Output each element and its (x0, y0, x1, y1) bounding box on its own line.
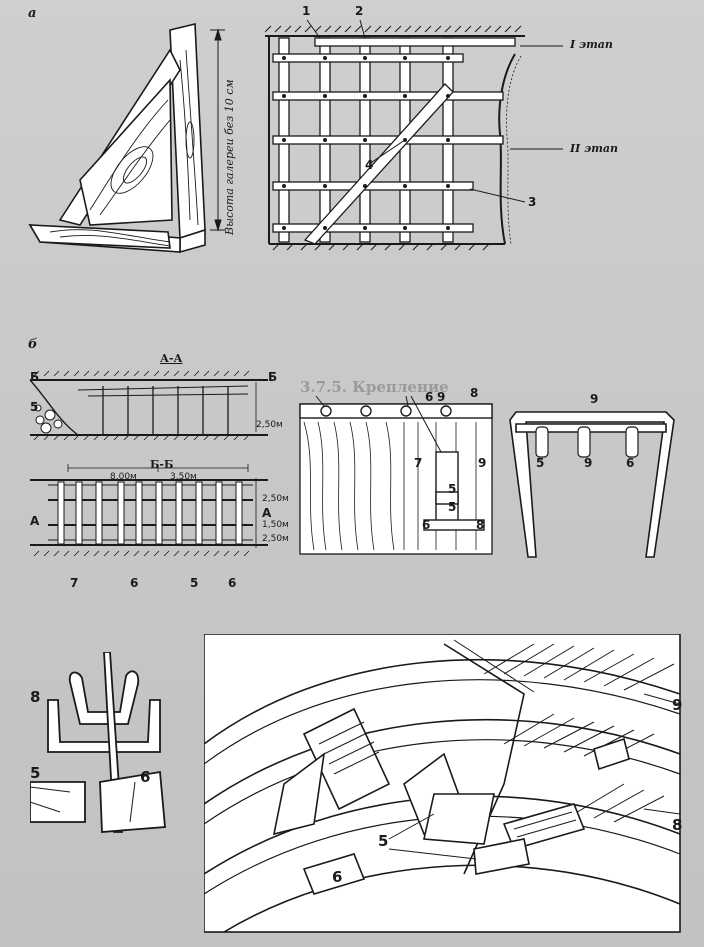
timbered-wall-clamps (299, 395, 493, 555)
callout-9-wall: 9 (437, 390, 446, 404)
figure-a-label: а (28, 6, 37, 21)
callout-6-arch: 6 (626, 456, 635, 470)
callout-5-wall-b: 5 (448, 500, 457, 514)
mark-b-left: Б (30, 370, 40, 384)
callout-5-profile: 5 (30, 764, 41, 782)
callout-6-wall: 6 (425, 390, 434, 404)
callout-3: 3 (528, 195, 537, 209)
callout-6-plan-a: 6 (130, 576, 139, 590)
callout-6-plan-b: 6 (228, 576, 237, 590)
callout-7-wall: 7 (414, 456, 423, 470)
callout-8-profile: 8 (30, 688, 41, 706)
callout-5-upper: 5 (30, 400, 39, 414)
arch-perspective-detail (204, 634, 681, 933)
callout-8-wall-b: 8 (476, 518, 485, 532)
gallery-section-plan (29, 370, 268, 557)
clamp-profile-detail (30, 652, 166, 833)
callout-1: 1 (302, 4, 311, 18)
callout-5-plan: 5 (190, 576, 199, 590)
gallery-height-label: Высота галереи без 10 см (223, 79, 236, 235)
callout-9-arch-view: 9 (672, 696, 683, 714)
section-heading: 3.7.5. Крепление (300, 378, 449, 396)
arch-frame-cross-section (509, 411, 675, 558)
mark-b-right: Б (268, 370, 278, 384)
section-aa-label: А-А (160, 352, 183, 365)
dim-250-bot: 2,50м (262, 534, 289, 544)
callout-5-arch: 5 (536, 456, 545, 470)
dim-8m: 8,00м (110, 472, 137, 482)
mark-a-left: А (30, 514, 40, 528)
tunnel-frame-elevation (265, 19, 563, 251)
callout-5-wall: 5 (448, 482, 457, 496)
callout-8-wall: 8 (470, 386, 479, 400)
callout-9-arch-b: 9 (584, 456, 593, 470)
callout-9-wall-b: 9 (478, 456, 487, 470)
wooden-bracket-drawing (28, 22, 225, 254)
dim-350: 3,50м (170, 472, 197, 482)
callout-6-arch-view: 6 (332, 868, 343, 886)
section-bb-label: Б-Б (150, 458, 174, 471)
callout-2: 2 (355, 4, 364, 18)
callout-7-plan: 7 (70, 576, 79, 590)
dim-250-mid: 2,50м (262, 494, 289, 504)
callout-6-profile: 6 (140, 768, 151, 786)
callout-9-arch: 9 (590, 392, 599, 406)
callout-6-wall-b: 6 (422, 518, 431, 532)
stage-2-label: II этап (570, 142, 618, 155)
figure-b-label: б (28, 337, 38, 352)
callout-8-arch-view: 8 (672, 816, 683, 834)
callout-5-arch-view: 5 (378, 832, 389, 850)
callout-4: 4 (365, 158, 374, 172)
mark-a-right: А (262, 506, 272, 520)
dim-150: 1,50м (262, 520, 289, 530)
stage-1-label: I этап (570, 38, 613, 51)
dim-250-top: 2,50м (256, 420, 283, 430)
